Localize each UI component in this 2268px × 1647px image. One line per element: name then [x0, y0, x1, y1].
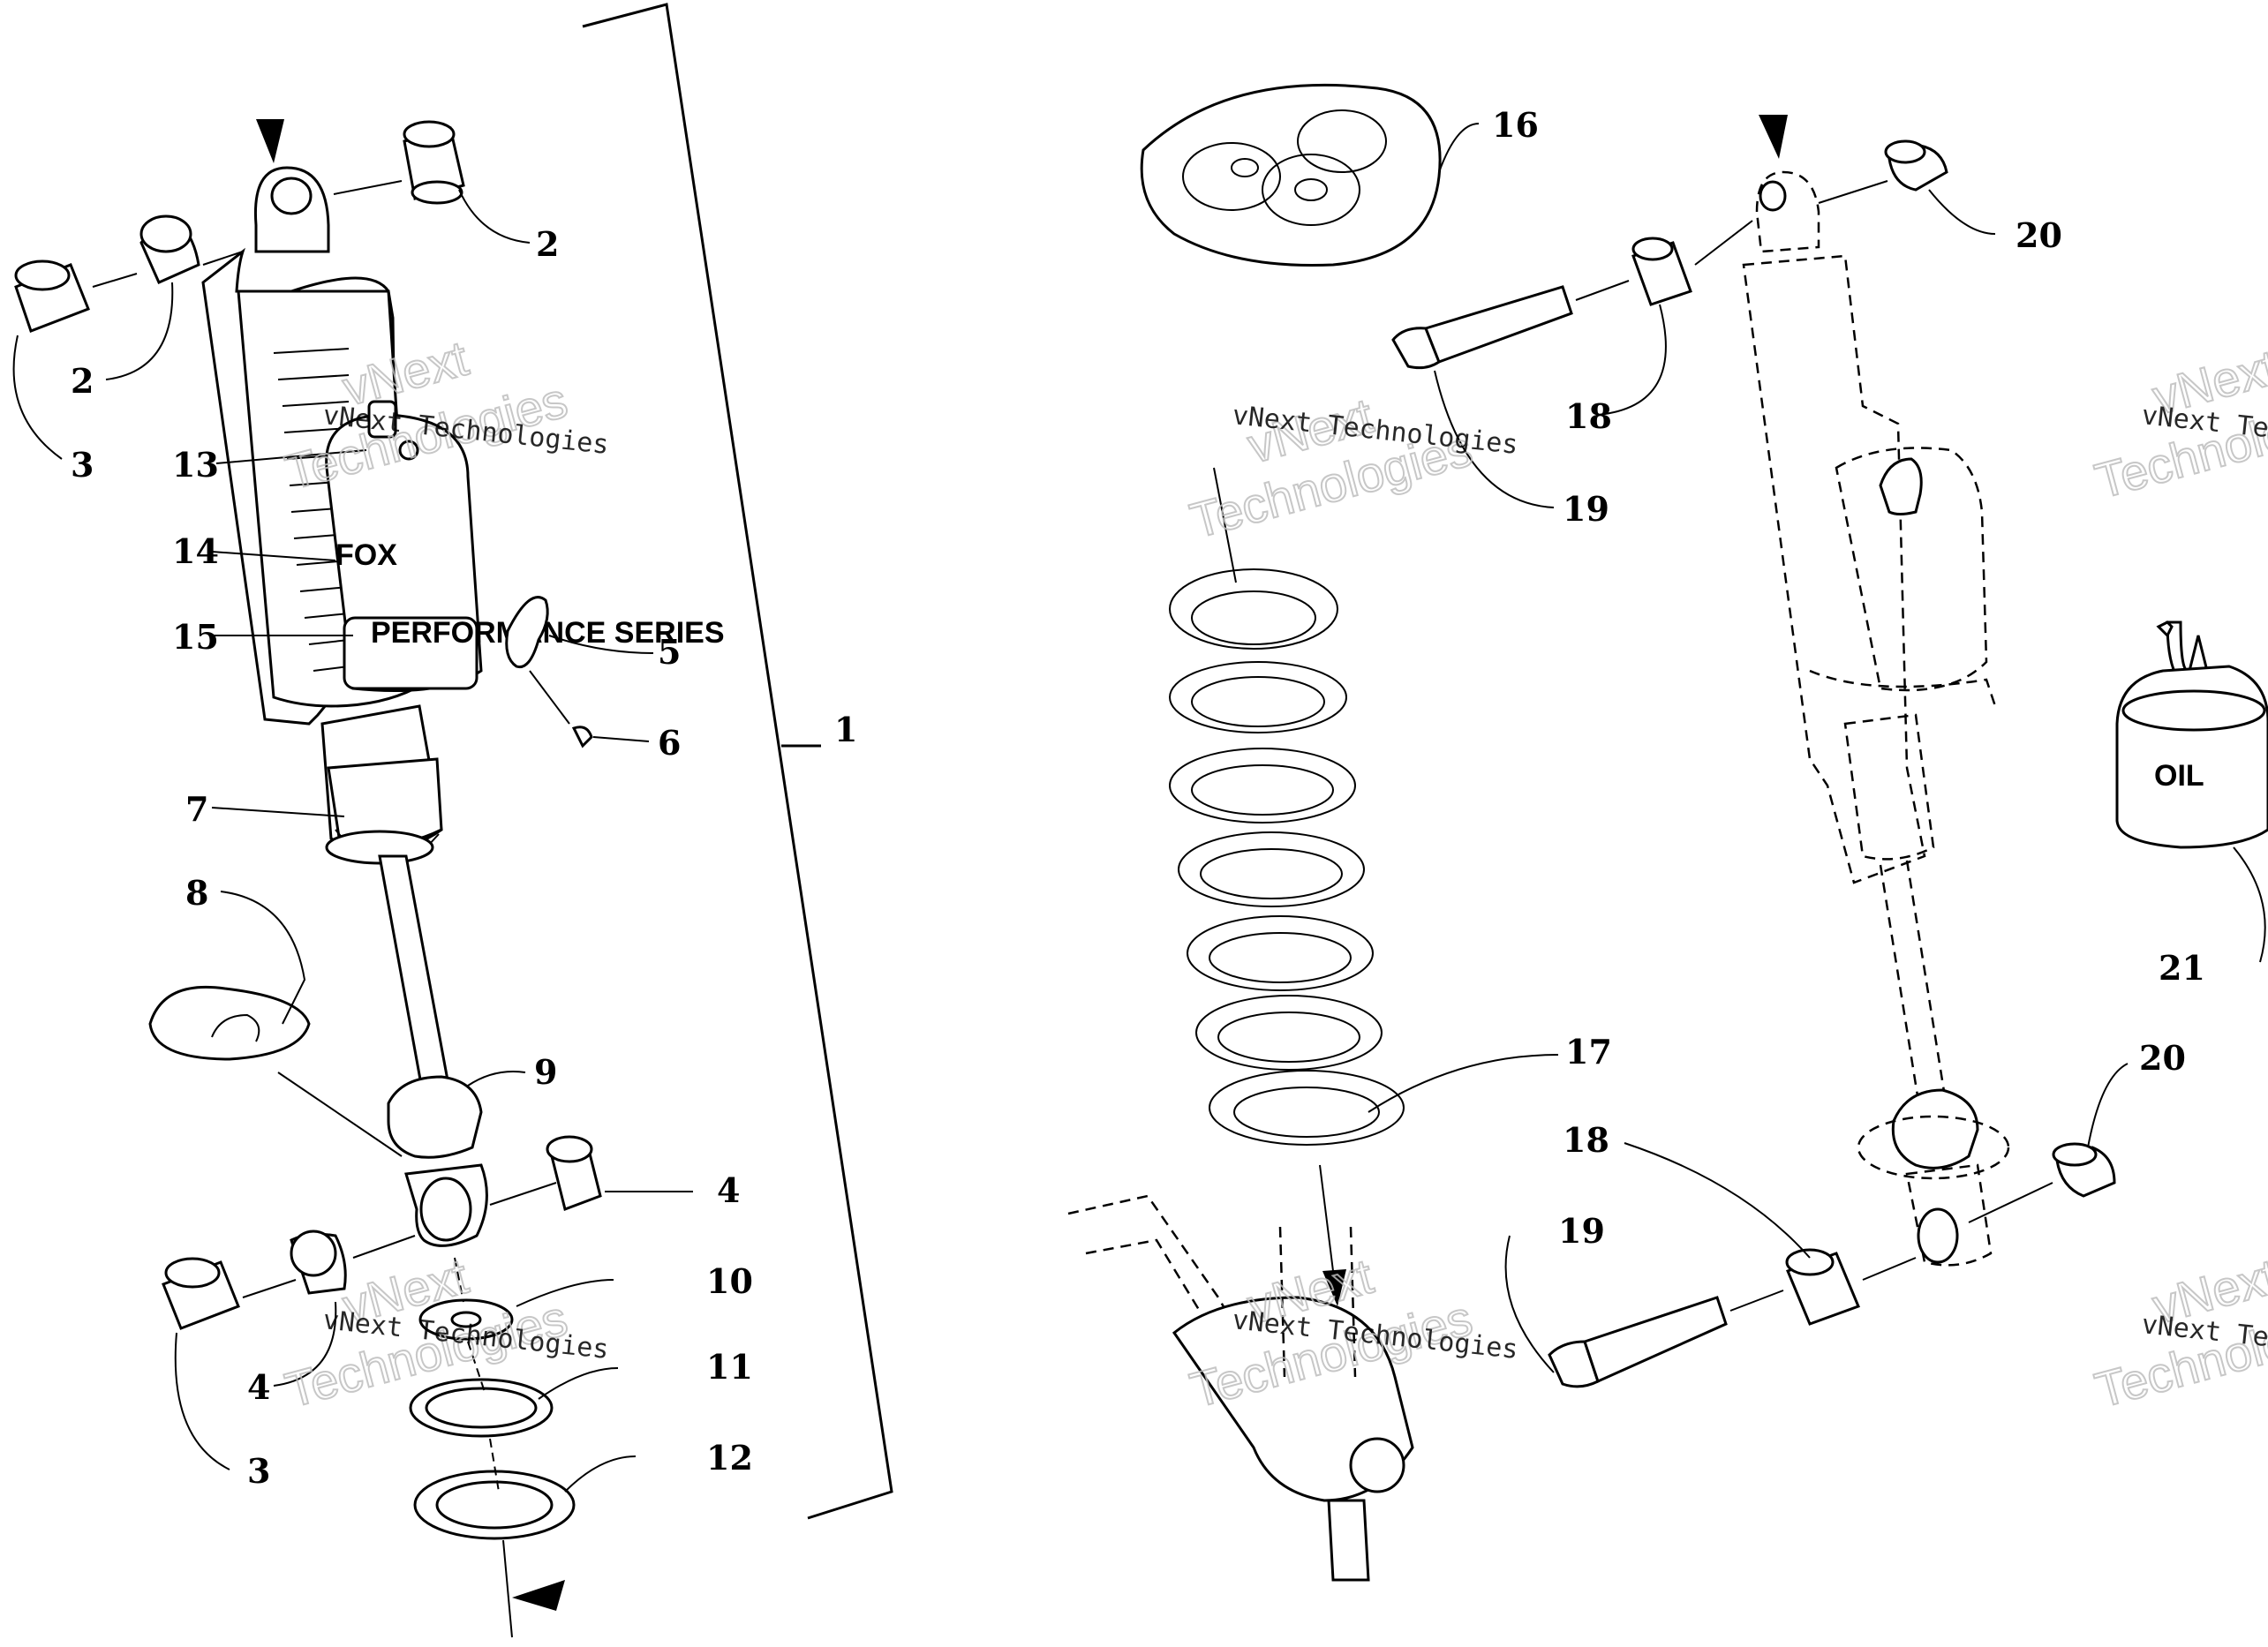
coil-spring	[1169, 467, 1405, 1306]
assembly-bracket	[582, 3, 893, 1520]
callout-10: 10	[706, 1261, 753, 1301]
lower-spacer	[1785, 1248, 1860, 1326]
callout-17: 17	[1565, 1032, 1612, 1072]
callout-3-upper: 3	[71, 445, 94, 485]
callout-4-right: 4	[717, 1170, 740, 1210]
lower-bushing-right	[546, 1135, 602, 1211]
callout-16: 16	[1492, 105, 1539, 145]
callout-20-upper: 20	[2016, 215, 2062, 255]
spring-retainer-clip	[148, 985, 311, 1061]
callout-1: 1	[834, 710, 857, 749]
callout-5: 5	[658, 632, 681, 672]
oil-bottle: OIL	[2115, 620, 2268, 849]
left-shock-absorber: FOX PERFORMANCE SERIES	[201, 166, 725, 1247]
callout-9: 9	[534, 1052, 557, 1092]
watermarks: vNext Technologies vNext Technologies vN…	[279, 329, 2268, 1419]
callout-20-lower: 20	[2139, 1038, 2186, 1078]
callout-13: 13	[172, 445, 219, 485]
upper-flange-nut	[1884, 139, 1948, 192]
view-arrow-top-left	[256, 119, 284, 163]
callout-14: 14	[172, 531, 219, 571]
lower-spacer	[162, 1257, 240, 1330]
callout-7: 7	[185, 789, 208, 829]
view-arrow-top-right	[1759, 115, 1788, 159]
callout-21: 21	[2159, 948, 2205, 988]
callout-2-upper: 2	[536, 224, 559, 264]
callout-numbers: 1 2 2 3 13 14 15 5 6 7 8 9 4 4 3 10 11 1…	[71, 105, 2205, 1491]
oil-label: OIL	[2154, 759, 2204, 793]
callout-2-lower: 2	[71, 361, 94, 401]
callout-15: 15	[172, 617, 219, 657]
callout-11: 11	[706, 1347, 753, 1387]
upper-spacer	[1631, 237, 1692, 306]
callout-6: 6	[658, 723, 681, 763]
frame-mount	[1067, 1194, 1414, 1582]
adjuster-valve	[367, 400, 419, 461]
callout-12: 12	[706, 1438, 753, 1478]
callout-8: 8	[185, 873, 208, 913]
callout-leaders	[12, 123, 2266, 1493]
callout-18-upper: 18	[1565, 396, 1612, 436]
decal-sheet	[1140, 83, 1442, 267]
lower-bushing-left	[290, 1230, 347, 1295]
top-bushing-upper	[403, 120, 465, 205]
view-arrow-bottom-left	[512, 1580, 565, 1611]
adjuster-knob	[505, 596, 570, 725]
brand-logo: FOX	[335, 538, 397, 572]
callout-4-left: 4	[247, 1367, 270, 1407]
top-bushing-lower	[139, 214, 200, 284]
lower-mount-bolt	[1548, 1296, 1728, 1388]
callout-19-lower: 19	[1558, 1211, 1605, 1251]
callout-19-upper: 19	[1563, 489, 1609, 529]
top-spacer	[14, 259, 90, 333]
knob-screw	[571, 726, 593, 748]
lower-flange-nut	[2052, 1142, 2116, 1198]
shaft-washer	[418, 1298, 514, 1341]
callout-3-lower: 3	[247, 1451, 270, 1491]
callout-18-lower: 18	[1563, 1120, 1609, 1160]
lock-ring	[409, 1378, 554, 1438]
upper-mount-bolt	[1391, 285, 1573, 370]
right-shock-installed	[1742, 170, 2010, 1267]
adjuster-nut	[413, 1470, 576, 1540]
